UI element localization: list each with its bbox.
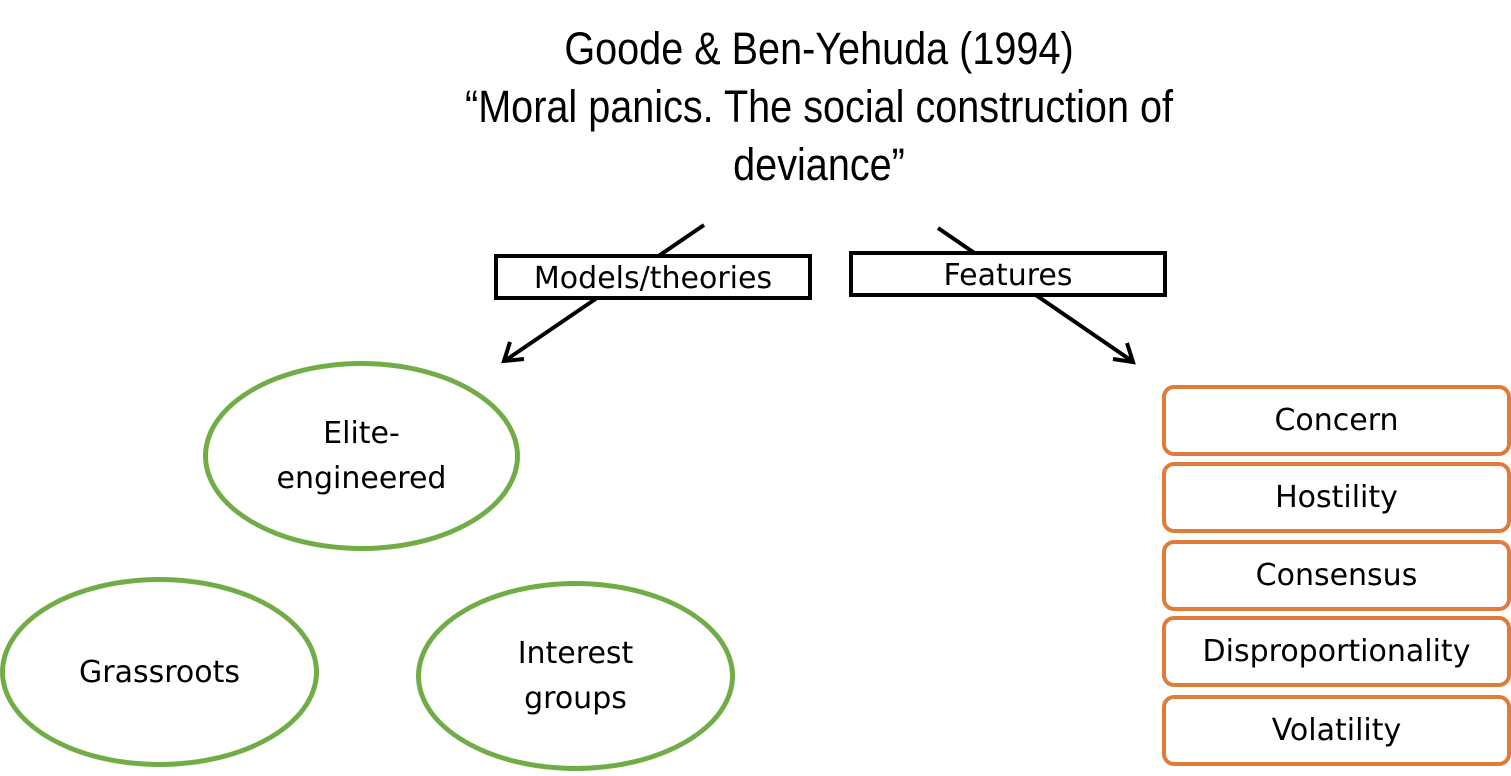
model-interest-line-2: groups <box>524 681 627 716</box>
model-grassroots: Grassroots <box>0 577 319 767</box>
model-grassroots-label: Grassroots <box>78 654 240 690</box>
arrow-to-features-head <box>1112 342 1136 365</box>
model-elite-engineered: Elite- engineered <box>203 361 520 551</box>
title-line-2: “Moral panics. The social construction o… <box>465 81 1173 132</box>
feature-disproportionality: Disproportionality <box>1162 616 1511 687</box>
model-interest-line-1: Interest <box>517 636 634 671</box>
model-elite-line-2: engineered <box>276 461 447 496</box>
feature-volatility: Volatility <box>1162 695 1511 766</box>
arrow-to-models-head <box>501 341 525 364</box>
title-line-3: deviance” <box>733 139 905 190</box>
models-theories-label: Models/theories <box>494 254 812 300</box>
model-elite-line-1: Elite- <box>323 416 400 451</box>
features-label: Features <box>849 251 1167 297</box>
feature-hostility: Hostility <box>1162 462 1511 533</box>
title-line-1: Goode & Ben-Yehuda (1994) <box>564 23 1074 74</box>
feature-concern: Concern <box>1162 385 1511 456</box>
feature-consensus: Consensus <box>1162 540 1511 611</box>
model-interest-groups: Interest groups <box>416 581 735 771</box>
